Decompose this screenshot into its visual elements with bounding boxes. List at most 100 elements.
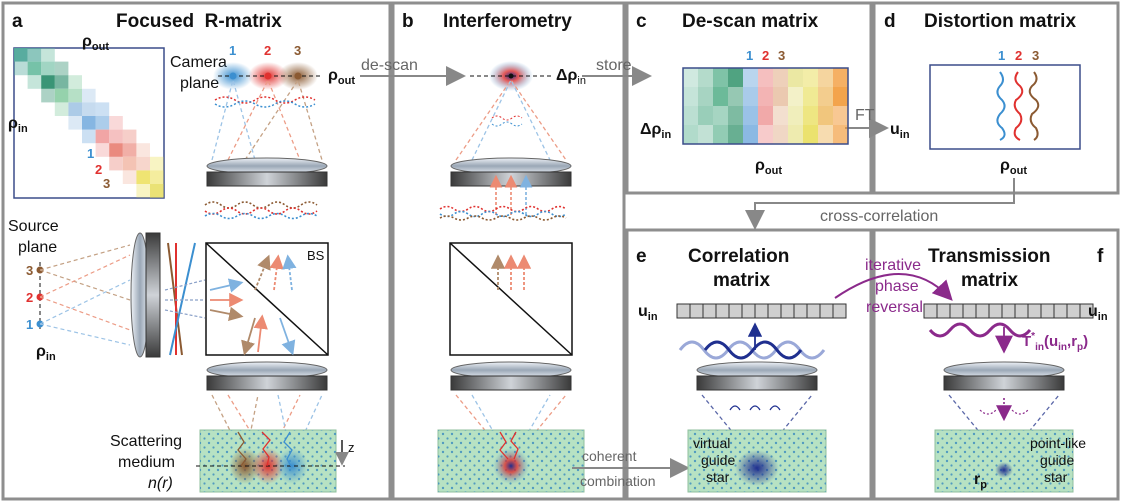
r-matrix-cell [95, 116, 110, 130]
panel-b-title: Interferometry [443, 11, 572, 32]
slm-pixel [1027, 303, 1042, 319]
r-matrix-cell [136, 184, 150, 198]
wave-red-top [214, 96, 316, 104]
descan-cell [818, 106, 833, 125]
r-matrix-cell [54, 88, 69, 103]
r-matrix-cell [150, 170, 164, 184]
descan-cell [833, 68, 848, 87]
focus-spot-blue [276, 448, 308, 484]
slm-pixel [923, 303, 938, 319]
panel-e-title-1: Correlation [688, 246, 789, 267]
panel-c-frame [625, 1, 873, 195]
wave-red-mid [204, 207, 318, 215]
e-arcs [729, 405, 781, 411]
camera-dot-3 [294, 72, 302, 80]
descan-cell [698, 125, 713, 144]
scatter-path-red [261, 431, 271, 467]
descan-cell [713, 68, 728, 87]
wave-blue-mid [204, 212, 318, 220]
lens-f-body [943, 375, 1065, 391]
descan-cell [803, 106, 818, 125]
lens-a-left-body [145, 232, 161, 358]
descan-cell [698, 68, 713, 87]
c-num-2: 2 [762, 48, 769, 63]
r-matrix-cell [136, 170, 150, 184]
lens-a-bottom-body [206, 375, 328, 391]
beam-splitter-diagonal [205, 242, 329, 356]
scattering-particles-f [935, 430, 1073, 492]
descan-cell [773, 125, 788, 144]
u-in-e: uin [638, 303, 658, 323]
lens-b-bottom-body [450, 375, 572, 391]
descan-cell [773, 87, 788, 106]
r-matrix-cell [95, 143, 110, 157]
slm-pixel [832, 303, 847, 319]
slm-pixel [1040, 303, 1055, 319]
slm-pixel [962, 303, 977, 319]
virtual-label-2: guide [701, 452, 735, 468]
panel-a-frame [1, 1, 392, 501]
panel-f-frame [872, 228, 1120, 501]
scattering-label-1: Scattering [110, 433, 182, 450]
descan-cell [773, 68, 788, 87]
descan-cell [728, 125, 743, 144]
descan-matrix [682, 67, 849, 145]
descan-cell [728, 68, 743, 87]
descan-cell [788, 125, 803, 144]
point-label-1: point-like [1030, 435, 1086, 451]
panel-b-frame [391, 1, 626, 501]
distortion-wave-2 [1013, 71, 1024, 141]
r-matrix-cell [41, 75, 55, 89]
r-matrix-cell [82, 88, 96, 103]
slm-bar-e [676, 303, 847, 319]
b-wave-blue [439, 210, 567, 218]
camera-plane-label-1: Camera [170, 54, 227, 71]
r-matrix-cell [27, 75, 42, 89]
source-num-1: 1 [26, 317, 33, 332]
panel-e-frame [625, 228, 873, 501]
b-wave-red [439, 205, 567, 213]
descan-cell [743, 68, 758, 87]
slm-pixel [689, 303, 704, 319]
descan-cell [818, 68, 833, 87]
d-num-2: 2 [1015, 48, 1022, 63]
slm-pixel [715, 303, 730, 319]
b-cones-top [455, 78, 567, 161]
source-plane-label-1: Source [8, 218, 59, 235]
source-cones [39, 244, 131, 346]
r-matrix-cell [27, 61, 42, 76]
panel-d-frame [872, 1, 1120, 195]
r-matrix-cell [82, 116, 96, 130]
slm-pixel [1014, 303, 1029, 319]
store-label: store [596, 57, 632, 74]
lens-e-body [696, 375, 818, 391]
point-guide-star [995, 462, 1013, 478]
descan-cell [743, 106, 758, 125]
slm-pixel [988, 303, 1003, 319]
panel-a-letter: a [12, 11, 23, 32]
r-matrix-cell [136, 156, 150, 171]
b-wave-brown [439, 215, 567, 221]
r-matrix-cell [136, 143, 150, 157]
distortion-wave-3 [1028, 71, 1040, 141]
c-num-1: 1 [746, 48, 753, 63]
e-wavefront [703, 340, 803, 360]
descan-cell [743, 125, 758, 144]
slm-pixel [780, 303, 795, 319]
panel-e-letter: e [636, 246, 647, 267]
crossing-beams [164, 242, 206, 356]
slm-pixel [754, 303, 769, 319]
combination-label: combination [580, 473, 656, 489]
slm-pixel [1079, 303, 1094, 319]
descan-cell [803, 87, 818, 106]
r-matrix-cell [150, 156, 164, 171]
panel-f-title-1: Transmission [928, 246, 1051, 267]
r-matrix-cell [68, 102, 82, 116]
slm-pixel [741, 303, 756, 319]
descan-cell [728, 106, 743, 125]
rho-in-label-source: ρin [36, 343, 56, 363]
iterative-arrow [834, 273, 953, 301]
descan-cell [698, 106, 713, 125]
